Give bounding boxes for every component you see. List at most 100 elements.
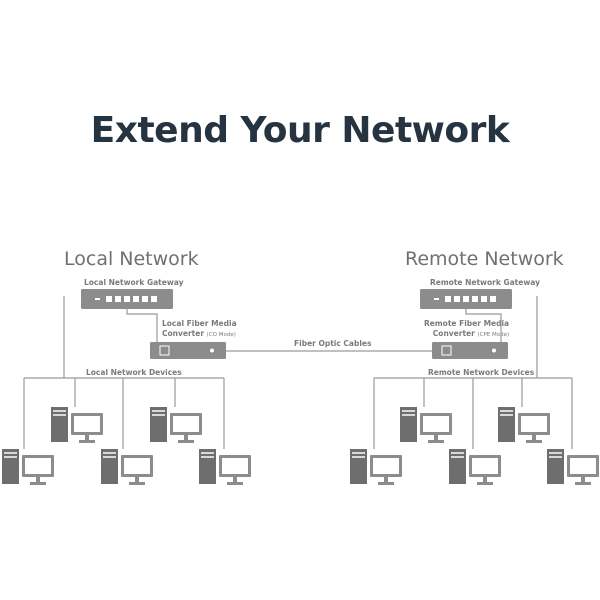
local-gateway-port (124, 296, 130, 302)
remote-converter-body (432, 342, 508, 359)
remote-workstation-top-right-tower (498, 407, 515, 442)
local-gateway-port (151, 296, 157, 302)
remote-workstation-bottom-middle-drive (451, 452, 464, 454)
remote-workstation-bottom-middle-drive (451, 456, 464, 458)
local-workstation-bottom-right-screen (222, 458, 248, 474)
local-gateway-port (106, 296, 112, 302)
remote-workstation-top-left (400, 407, 452, 443)
remote-workstation-bottom-right-drive (549, 452, 562, 454)
local-workstation-top-left-tower (51, 407, 68, 442)
remote-workstation-top-right-neck (532, 435, 536, 441)
remote-workstation-top-right-drive (500, 410, 513, 412)
remote-gateway-port (472, 296, 478, 302)
local-workstation-top-left-stand (79, 440, 95, 443)
local-workstation-bottom-middle-neck (135, 477, 139, 483)
local-workstation-bottom-middle (101, 449, 153, 485)
local-workstation-top-right-drive (152, 414, 165, 416)
local-workstation-bottom-middle-drive (103, 452, 116, 454)
remote-workstation-bottom-right-drive (549, 456, 562, 458)
remote-workstation-top-right-screen (521, 416, 547, 432)
remote-workstation-top-left-stand (428, 440, 444, 443)
local-workstation-bottom-left-drive (4, 456, 17, 458)
local-workstation-bottom-right-stand (227, 482, 243, 485)
local-workstation-top-right-stand (178, 440, 194, 443)
local-gateway-label: Local Network Gateway (84, 278, 184, 287)
remote-gateway-port (454, 296, 460, 302)
remote-workstation-bottom-right-stand (575, 482, 591, 485)
local-workstation-top-right (150, 407, 202, 443)
local-gateway-port (133, 296, 139, 302)
remote-workstation-bottom-left-neck (384, 477, 388, 483)
page-title: Extend Your Network (90, 110, 510, 151)
remote-workstation-top-left-screen (423, 416, 449, 432)
local-converter-mode: (CO Mode) (206, 332, 236, 338)
local-gateway-port (115, 296, 121, 302)
local-gateway-to-converter (126, 309, 158, 342)
remote-converter-mode: (CPE Mode) (477, 332, 510, 338)
local-converter-label: Local Fiber Media Converter (CO Mode) (162, 319, 237, 340)
remote-converter (432, 342, 508, 359)
remote-workstation-top-right-drive (500, 414, 513, 416)
local-workstation-bottom-right-tower (199, 449, 216, 484)
local-gateway-port (142, 296, 148, 302)
remote-workstation-bottom-left (350, 449, 402, 485)
remote-workstation-bottom-left-drive (352, 456, 365, 458)
remote-workstation-bottom-right-tower (547, 449, 564, 484)
local-converter-port (159, 345, 170, 356)
remote-workstation-bottom-left-screen (373, 458, 399, 474)
local-workstation-top-right-neck (184, 435, 188, 441)
local-workstation-top-left-screen (74, 416, 100, 432)
local-workstation-bottom-left (2, 449, 54, 485)
local-converter-led (210, 348, 214, 353)
local-workstation-bottom-right-drive (201, 452, 214, 454)
remote-gateway-port (445, 296, 451, 302)
devices (2, 289, 599, 485)
local-workstation-top-right-drive (152, 410, 165, 412)
local-workstation-top-left-drive (53, 410, 66, 412)
remote-gateway-led (434, 298, 439, 300)
local-workstation-bottom-left-stand (30, 482, 46, 485)
remote-workstation-bottom-right-screen (570, 458, 596, 474)
fiber-optic-cables-label: Fiber Optic Cables (294, 339, 372, 348)
remote-workstation-bottom-middle-neck (483, 477, 487, 483)
local-workstation-bottom-left-neck (36, 477, 40, 483)
remote-devices-label: Remote Network Devices (428, 368, 535, 377)
local-devices-label: Local Network Devices (86, 368, 182, 377)
local-converter (150, 342, 226, 359)
local-workstation-bottom-middle-tower (101, 449, 118, 484)
remote-gateway-port (481, 296, 487, 302)
remote-workstation-bottom-left-stand (378, 482, 394, 485)
remote-workstation-top-left-tower (400, 407, 417, 442)
local-converter-label-line1: Local Fiber Media (162, 319, 237, 328)
remote-workstation-bottom-left-drive (352, 452, 365, 454)
remote-workstation-top-left-drive (402, 410, 415, 412)
local-workstation-bottom-left-drive (4, 452, 17, 454)
remote-converter-label: Remote Fiber Media Converter (CPE Mode) (424, 319, 509, 340)
local-workstation-bottom-middle-stand (129, 482, 145, 485)
remote-workstation-bottom-middle (449, 449, 501, 485)
remote-workstation-top-left-neck (434, 435, 438, 441)
remote-workstation-top-right (498, 407, 550, 443)
local-workstation-bottom-right-neck (233, 477, 237, 483)
remote-workstation-bottom-middle-stand (477, 482, 493, 485)
remote-gateway-port (463, 296, 469, 302)
remote-gateway-port (490, 296, 496, 302)
local-workstation-bottom-middle-screen (124, 458, 150, 474)
local-workstation-bottom-left-tower (2, 449, 19, 484)
local-gateway (81, 289, 173, 309)
remote-converter-port (441, 345, 452, 356)
local-workstation-top-left-neck (85, 435, 89, 441)
remote-network-label: Remote Network (405, 248, 564, 270)
remote-workstation-top-left-drive (402, 414, 415, 416)
remote-workstation-bottom-right (547, 449, 599, 485)
remote-converter-label-line2: Converter (432, 329, 475, 338)
local-workstation-bottom-left-screen (25, 458, 51, 474)
local-network-label: Local Network (64, 248, 199, 270)
remote-gateway-to-converter (465, 309, 502, 342)
local-workstation-bottom-right-drive (201, 456, 214, 458)
local-gateway-led (95, 298, 100, 300)
local-workstation-bottom-middle-drive (103, 456, 116, 458)
remote-workstation-bottom-right-neck (581, 477, 585, 483)
remote-workstation-top-right-stand (526, 440, 542, 443)
